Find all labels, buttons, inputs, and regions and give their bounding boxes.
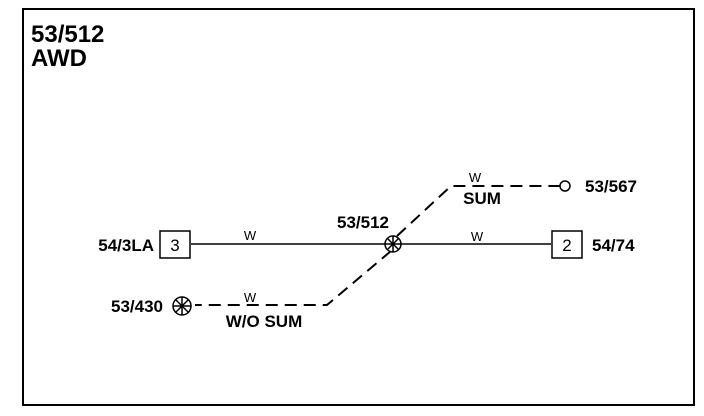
connector-left-pin: 3 bbox=[170, 236, 179, 255]
wire-upper-branch bbox=[396, 185, 563, 237]
terminal-icon bbox=[559, 180, 571, 192]
connector-right-pin: 2 bbox=[562, 236, 571, 255]
wire-upper-condition: SUM bbox=[463, 189, 501, 208]
diagram-title-code: 53/512 bbox=[31, 21, 104, 48]
top-right-connector-label: 53/567 bbox=[585, 177, 637, 196]
splice-label: 53/512 bbox=[337, 213, 389, 232]
connector-right-label: 54/74 bbox=[592, 236, 635, 255]
ground-splice-icon bbox=[172, 296, 192, 316]
bottom-left-connector-label: 53/430 bbox=[111, 297, 163, 316]
wire-lower-branch bbox=[195, 250, 392, 306]
connector-left-label: 54/3LA bbox=[98, 236, 154, 255]
splice-icon bbox=[384, 235, 402, 253]
wire-lower-condition: W/O SUM bbox=[226, 312, 303, 331]
diagram-title-variant: AWD bbox=[31, 45, 87, 72]
diagram-frame bbox=[22, 8, 695, 406]
connector-box-left bbox=[159, 230, 191, 259]
wire-main-left-color: W bbox=[244, 228, 257, 243]
wire-lower-color: W bbox=[244, 290, 257, 305]
wire-upper-color: W bbox=[469, 170, 482, 185]
connector-box-right bbox=[551, 230, 583, 259]
wire-main-right-color: W bbox=[471, 229, 484, 244]
